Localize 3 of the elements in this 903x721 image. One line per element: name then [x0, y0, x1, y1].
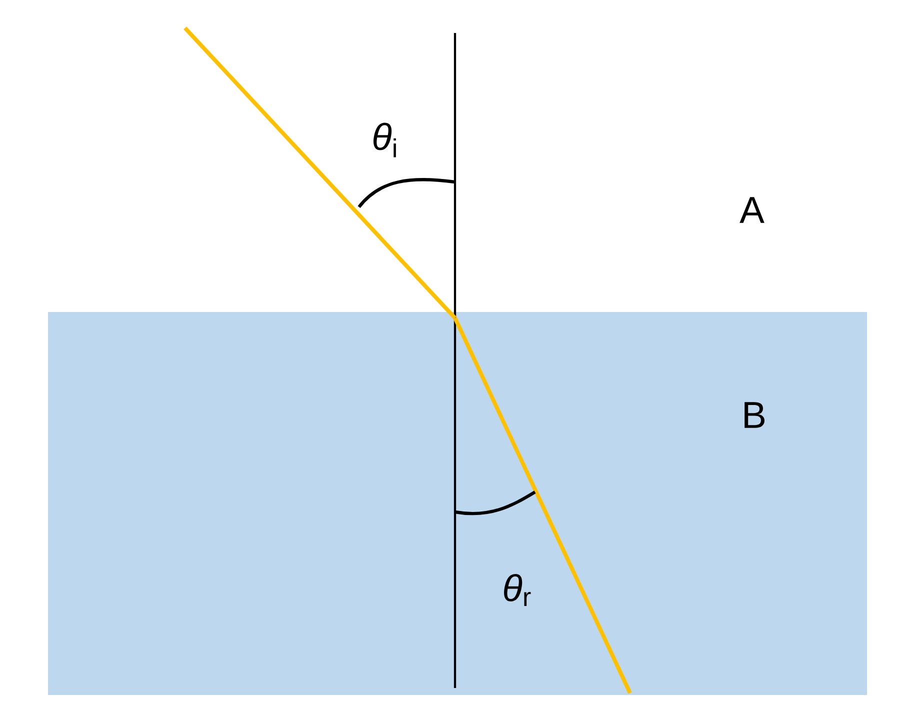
medium-label: A [740, 197, 764, 223]
angle-label: θ$_{i}$ [373, 122, 396, 158]
angle-label: θ$_{r}$ [504, 574, 531, 606]
